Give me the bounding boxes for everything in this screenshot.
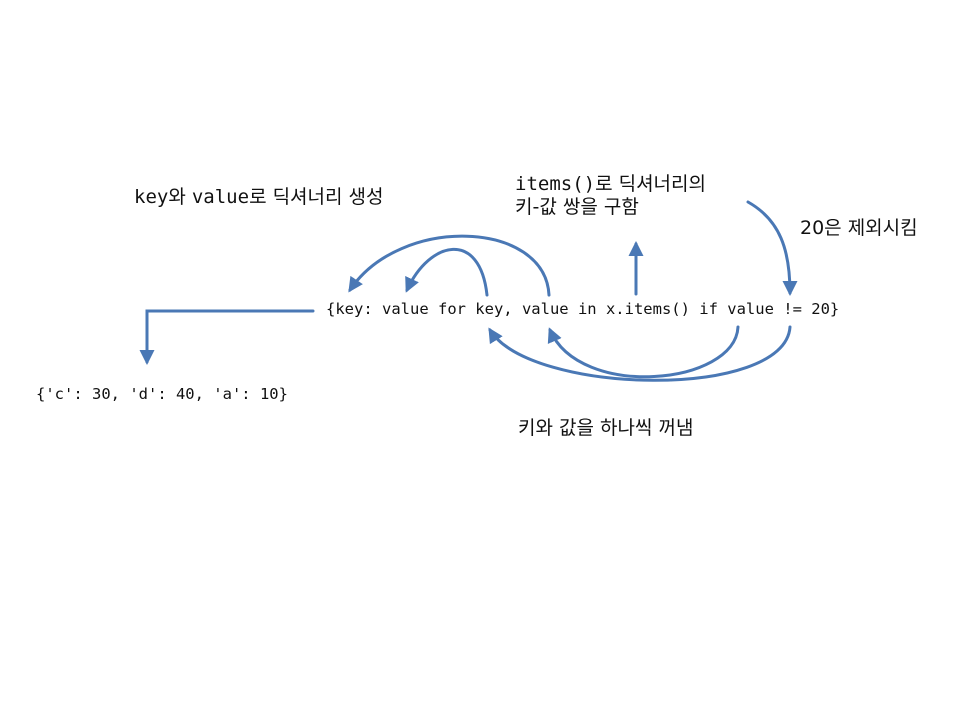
exclude-arrow <box>746 200 798 296</box>
caption-create-dict: key와 value로 딕셔너리 생성 <box>134 186 384 209</box>
caption-items: items()로 딕셔너리의 키-값 쌍을 구함 <box>515 173 706 219</box>
caption-exclude-20: 20은 제외시킴 <box>800 217 918 239</box>
value-to-output-arrow <box>348 234 551 297</box>
caption-items-line2: 키-값 쌍을 구함 <box>515 195 639 218</box>
caption-create-text: 로 딕셔너리 생성 <box>249 186 384 208</box>
caption-items-line1: 로 딕셔너리의 <box>595 173 706 195</box>
caption-create-conj: 와 <box>168 186 192 208</box>
key-to-output-arrow <box>405 247 489 297</box>
result-dictionary: {'c': 30, 'd': 40, 'a': 10} <box>36 385 288 403</box>
caption-extract-pairs: 키와 값을 하나씩 꺼냄 <box>518 417 694 439</box>
caption-create-key: key <box>134 186 169 208</box>
extract-value-arrow <box>547 325 740 379</box>
caption-items-func: items() <box>515 173 596 195</box>
extract-key-arrow <box>488 325 792 382</box>
dict-comprehension-code: {key: value for key, value in x.items() … <box>326 300 840 318</box>
caption-create-value: value <box>191 186 250 208</box>
result-arrow <box>139 309 315 365</box>
